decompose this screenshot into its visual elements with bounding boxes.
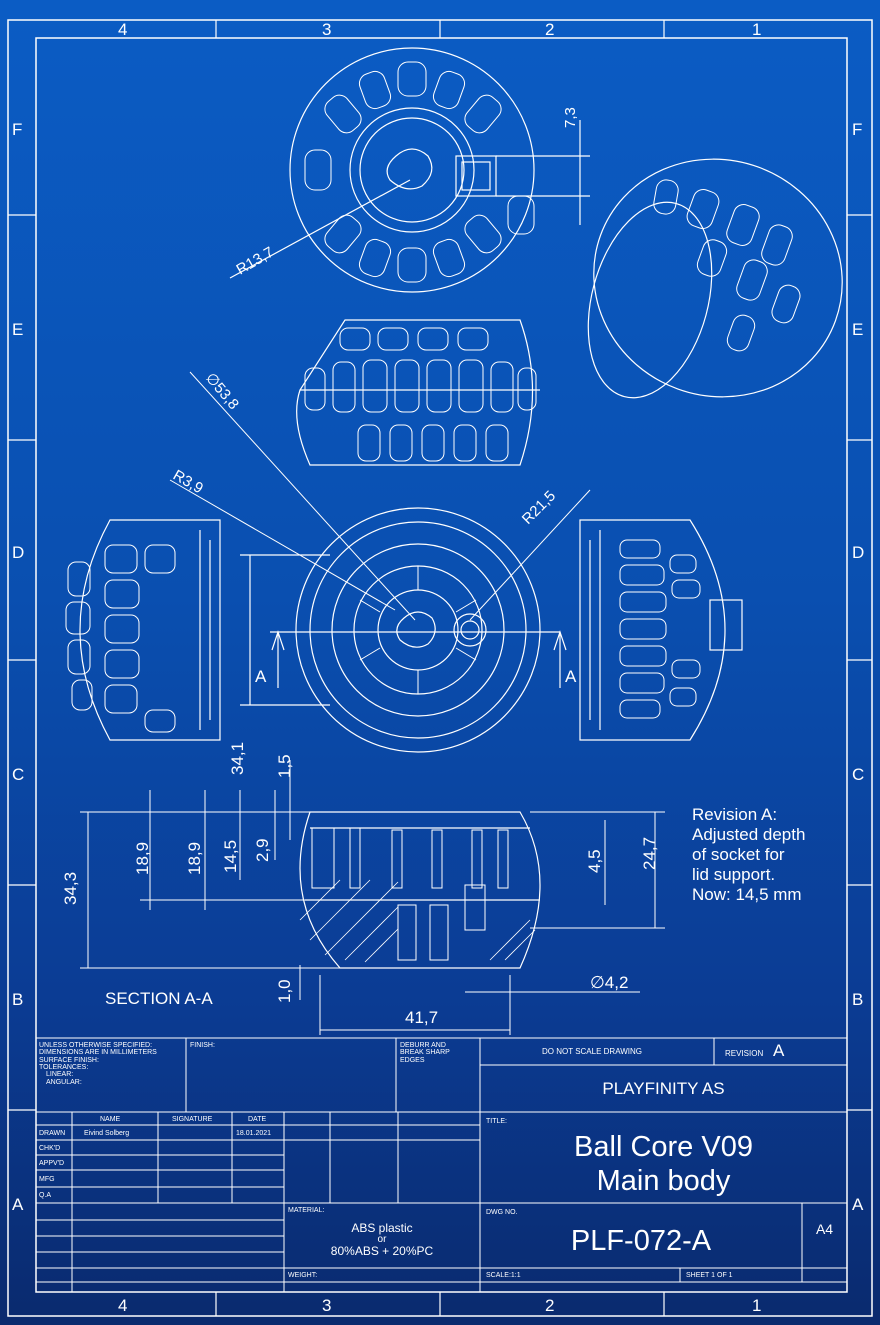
zone-col-label: 2 (545, 20, 554, 39)
dim-7-3: 7,3 (562, 107, 579, 128)
section-marker-right: A (565, 667, 577, 686)
general-notes: UNLESS OTHERWISE SPECIFIED: DIMENSIONS A… (39, 1042, 157, 1086)
revision-note-line: Now: 14,5 mm (692, 885, 802, 904)
sheet-number: SHEET 1 OF 1 (686, 1272, 733, 1279)
dim-34-3: 34,3 (61, 872, 80, 905)
zone-row-label: D (12, 543, 24, 562)
zone-col-label: 2 (545, 1296, 554, 1315)
zone-col-label: 4 (118, 20, 127, 39)
zone-col-label: 3 (322, 20, 331, 39)
zone-row-label: E (852, 320, 863, 339)
dim-14-5: 14,5 (221, 840, 240, 873)
weight-label: WEIGHT: (288, 1272, 318, 1279)
zone-row-label: C (852, 765, 864, 784)
front-view (295, 507, 541, 753)
role-checked: CHK'D (39, 1145, 61, 1152)
header-signature: SIGNATURE (172, 1116, 213, 1123)
role-approved: APPV'D (39, 1160, 65, 1167)
zone-row-label: F (852, 120, 862, 139)
section-label: SECTION A-A (105, 989, 213, 1008)
sheet-size: A4 (815, 1221, 834, 1237)
dim-2-9: 2,9 (253, 838, 272, 862)
zone-row-label: E (12, 320, 23, 339)
zone-col-label: 1 (752, 1296, 761, 1315)
dim-phi4-2: ∅4,2 (590, 973, 628, 992)
zone-col-label: 4 (118, 1296, 127, 1315)
zone-col-label: 1 (752, 20, 761, 39)
note-line: ANGULAR: (46, 1078, 82, 1086)
side-view-upper (296, 319, 540, 466)
material-line: 80%ABS + 20%PC (330, 1244, 434, 1259)
note-line: TOLERANCES: (39, 1064, 89, 1072)
role-mfg: MFG (39, 1176, 55, 1183)
dim-18-9a: 18,9 (133, 842, 152, 875)
top-view (229, 47, 590, 293)
revision-note: Revision A: Adjusted depth of socket for… (692, 805, 805, 904)
finish-label: FINISH: (190, 1042, 215, 1049)
title-label: TITLE: (486, 1118, 508, 1125)
scale: SCALE:1:1 (486, 1272, 521, 1279)
role-qa: Q.A (39, 1192, 52, 1199)
do-not-scale: DO NOT SCALE DRAWING (542, 1047, 643, 1056)
role-drawn: DRAWN (39, 1130, 66, 1137)
company-name: PLAYFINITY AS (602, 1079, 725, 1098)
material-line: or (377, 1233, 387, 1245)
zone-col-label: 3 (322, 1296, 331, 1315)
deburr-line: DEBURR AND (400, 1042, 446, 1049)
dim-r3-9: R3,9 (170, 467, 206, 498)
revision-label: REVISION (725, 1049, 764, 1058)
zone-row-label: F (12, 120, 22, 139)
title-block-grid (36, 1037, 847, 1292)
dim-4-5: 4,5 (585, 849, 604, 873)
iso-view (587, 158, 843, 399)
dim-18-9b: 18,9 (185, 842, 204, 875)
dim-24-7: 24,7 (640, 837, 659, 870)
revision-note-line: Adjusted depth (692, 825, 805, 844)
note-line: LINEAR: (46, 1071, 74, 1079)
section-view (299, 811, 541, 969)
material-label: MATERIAL: (288, 1207, 325, 1214)
note-line: SURFACE FINISH: (39, 1056, 99, 1064)
dwg-no: PLF-072-A (570, 1225, 712, 1257)
note-line: UNLESS OTHERWISE SPECIFIED: (39, 1042, 153, 1049)
left-side-view (65, 519, 221, 741)
zone-row-label: B (12, 990, 23, 1009)
header-date: DATE (248, 1116, 267, 1123)
header-name: NAME (100, 1116, 121, 1123)
note-line: DIMENSIONS ARE IN MILLIMETERS (39, 1049, 157, 1057)
zone-row-label: B (852, 990, 863, 1009)
dwg-no-label: DWG NO. (486, 1209, 518, 1216)
drawn-by: Eivind Solberg (84, 1130, 130, 1137)
revision-note-line: of socket for (692, 845, 785, 864)
dim-41-7: 41,7 (405, 1008, 438, 1027)
zone-row-label: D (852, 543, 864, 562)
zone-row-label: A (12, 1195, 24, 1214)
zone-row-label: A (852, 1195, 864, 1214)
revision-note-line: lid support. (692, 865, 775, 884)
deburr-note: DEBURR AND BREAK SHARP EDGES (400, 1042, 450, 1064)
dim-1-0: 1,0 (275, 979, 294, 1003)
zone-row-label: C (12, 765, 24, 784)
section-marker-left: A (255, 667, 267, 686)
revision-value: A (773, 1041, 785, 1060)
dim-r13-7: R13,7 (234, 244, 277, 279)
dim-1-5: 1,5 (275, 754, 294, 778)
dim-34-1: 34,1 (228, 742, 247, 775)
drawing-title-line2: Main body (596, 1165, 731, 1197)
dim-r21-5: R21,5 (519, 488, 559, 528)
material-line: ABS plastic (351, 1221, 413, 1235)
material-value: ABS plastic or 80%ABS + 20%PC (284, 1222, 480, 1258)
zone-labels: 4 3 2 1 4 3 2 1 F E D C B A F E D C B A (12, 20, 864, 1315)
drawing-title-line1: Ball Core V09 (574, 1131, 753, 1163)
right-side-view (579, 519, 743, 741)
drawn-date: 18.01.2021 (236, 1130, 272, 1137)
deburr-line: EDGES (400, 1056, 425, 1064)
revision-note-line: Revision A: (692, 805, 777, 824)
deburr-line: BREAK SHARP (400, 1049, 450, 1057)
